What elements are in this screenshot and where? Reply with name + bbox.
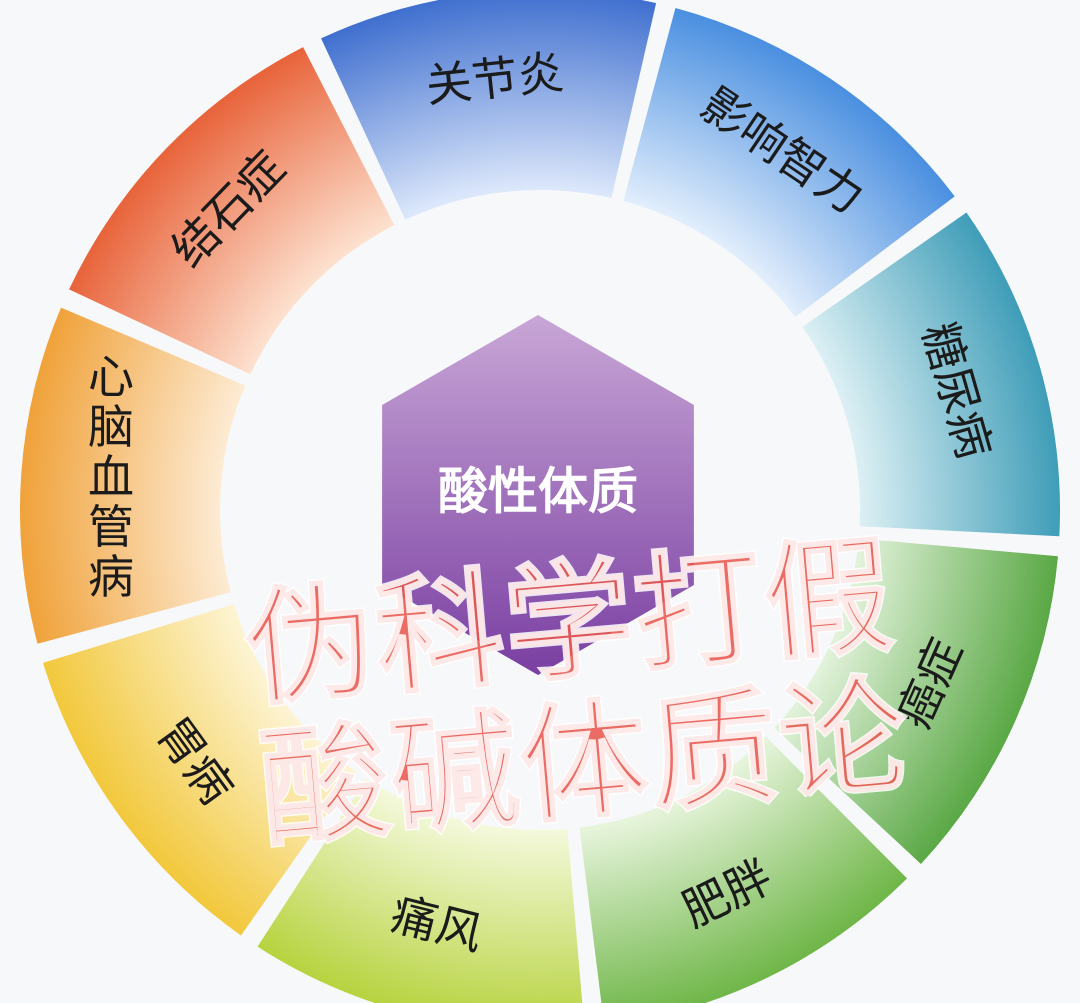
segment-jieshi	[69, 47, 395, 375]
center-hexagon	[382, 315, 694, 675]
center-label: 酸性体质	[438, 463, 638, 521]
segment-xinnao	[19, 307, 246, 644]
segment-weibing	[42, 604, 356, 936]
segment-tangniao	[802, 212, 1061, 537]
segment-aizheng	[774, 538, 1058, 864]
segment-zhili	[623, 7, 955, 317]
segment-guanjie	[321, 0, 657, 220]
wheel-segments	[19, 0, 1061, 1003]
segment-tongfeng	[257, 778, 583, 1003]
center-hexagon-group: 酸性体质	[382, 315, 694, 675]
segment-feipang	[579, 736, 908, 1003]
segment-label-xinnao: 心脑血管病	[88, 350, 134, 604]
